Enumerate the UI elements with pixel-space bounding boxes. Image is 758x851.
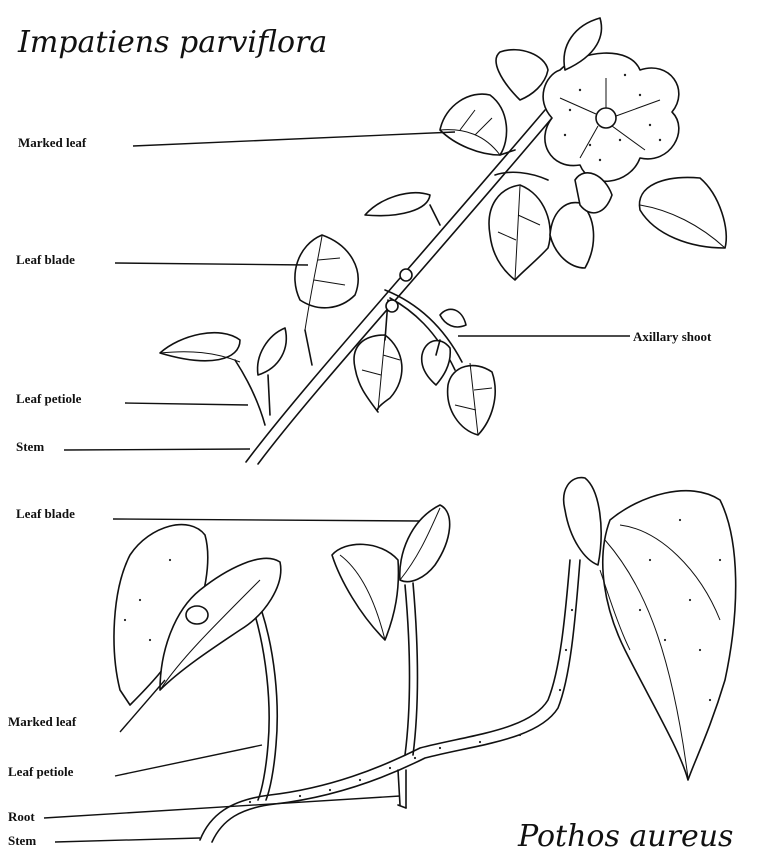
label-stem-top: Stem	[16, 439, 44, 454]
impatiens-leaf-blade	[295, 235, 358, 365]
label-leaf-petiole-bottom: Leaf petiole	[8, 764, 74, 779]
pothos-leaf	[603, 491, 736, 780]
leader-stem-top	[64, 449, 250, 450]
impatiens-axillary-shoot	[354, 269, 495, 435]
label-axillary-shoot: Axillary shoot	[633, 329, 712, 344]
label-marked-leaf-top: Marked leaf	[18, 135, 87, 150]
pothos-drawing: Pothos aureus	[8, 478, 736, 851]
label-leaf-blade-top: Leaf blade	[16, 252, 75, 267]
pothos-petiole	[255, 615, 269, 800]
leader-leaf-petiole-bottom	[115, 745, 262, 776]
leader-root	[44, 796, 400, 818]
leader-leaf-petiole-top	[125, 403, 248, 405]
label-leaf-blade-bottom: Leaf blade	[16, 506, 75, 521]
impatiens-leaf	[496, 50, 548, 100]
impatiens-leaf	[160, 333, 240, 361]
leader-leaf-blade-top	[115, 263, 308, 265]
impatiens-leaf	[258, 328, 287, 375]
leader-marked-leaf-top	[133, 132, 455, 146]
pothos-leaf	[564, 478, 601, 565]
pothos-leaf	[332, 544, 398, 640]
label-root: Root	[8, 809, 35, 824]
label-stem-bottom: Stem	[8, 833, 36, 848]
impatiens-leaf	[365, 193, 430, 216]
impatiens-marked-leaf	[440, 94, 515, 155]
leader-leaf-blade-bottom	[113, 519, 420, 521]
label-marked-leaf-bottom: Marked leaf	[8, 714, 77, 729]
impatiens-leaf	[550, 203, 594, 268]
impatiens-stem	[246, 110, 545, 462]
pothos-root	[398, 770, 406, 808]
impatiens-title: Impatiens parviflora	[17, 25, 327, 60]
pothos-title: Pothos aureus	[517, 819, 733, 851]
leader-stem-bottom	[55, 838, 200, 842]
impatiens-flower	[543, 53, 679, 181]
impatiens-drawing: Impatiens parviflora	[16, 18, 726, 464]
label-leaf-petiole-top: Leaf petiole	[16, 391, 82, 406]
